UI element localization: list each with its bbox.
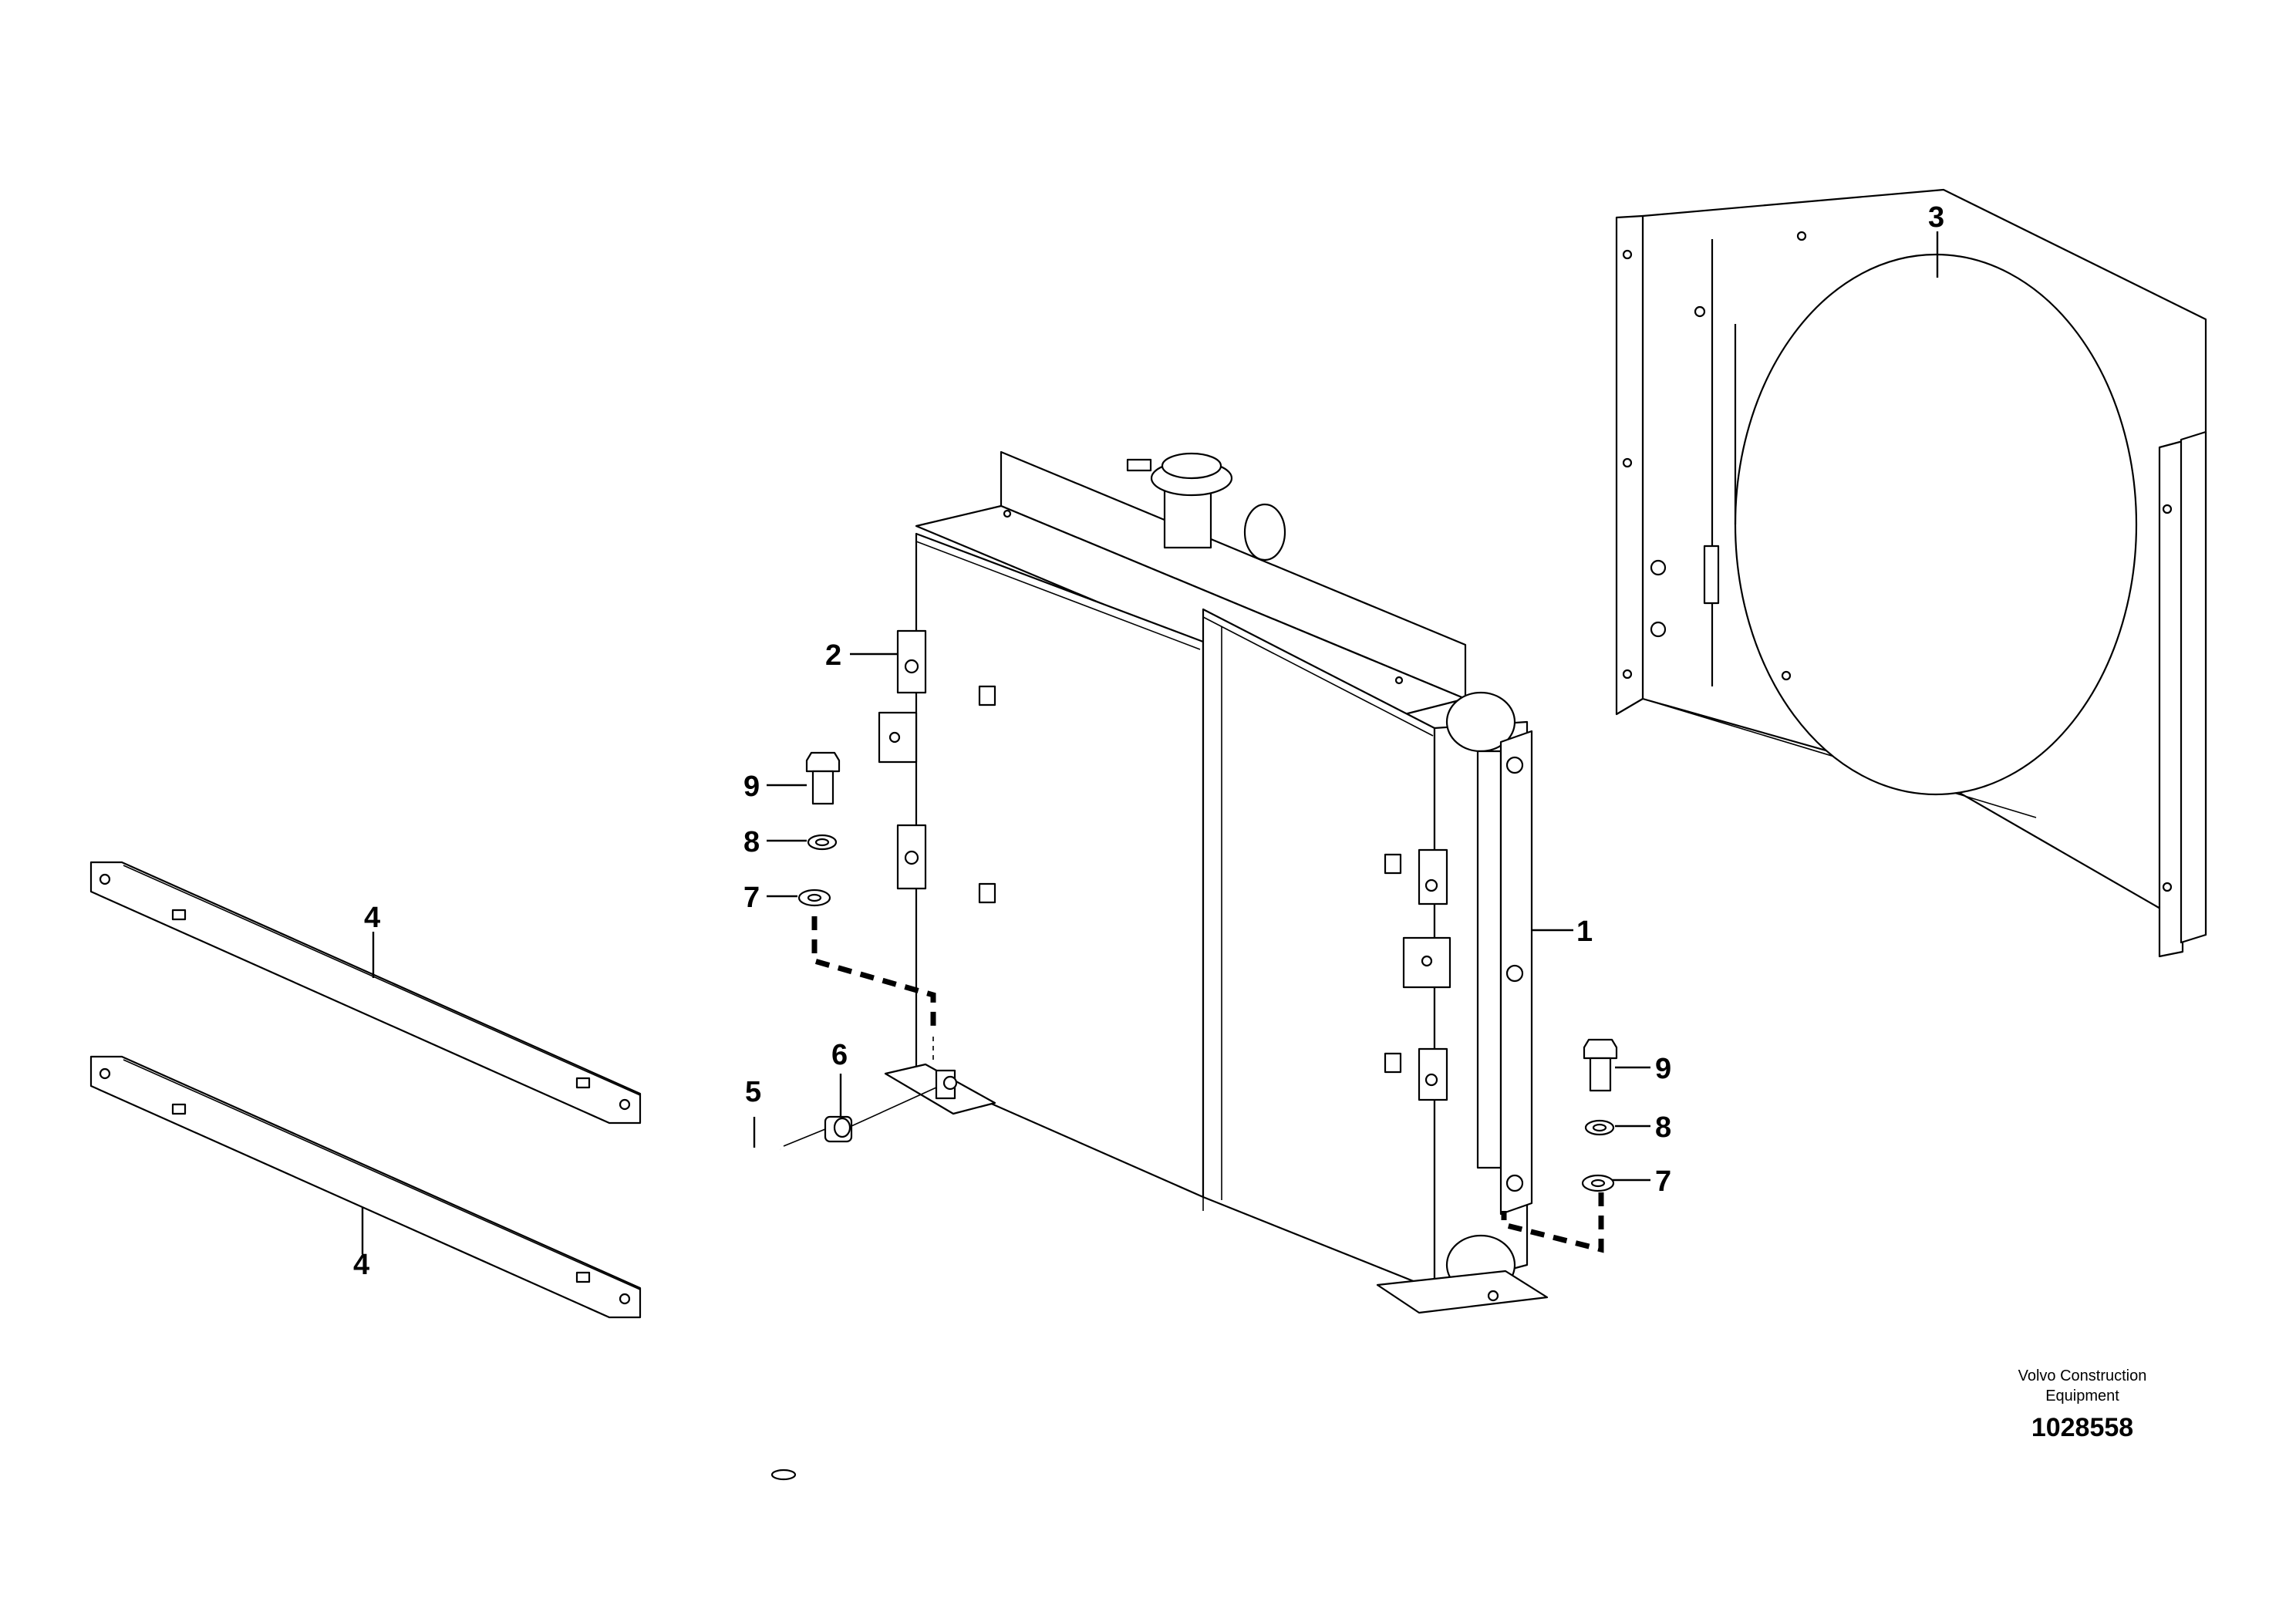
footer-block: Volvo Construction Equipment 1028558: [2018, 1367, 2147, 1442]
bolt-washer-set-left: [797, 751, 841, 907]
callout-4-lower: 4: [353, 1249, 369, 1281]
drain-hose: [705, 1137, 797, 1481]
callout-7-right: 7: [1655, 1165, 1671, 1198]
callout-9-right: 9: [1655, 1053, 1671, 1085]
callout-7-left: 7: [743, 882, 760, 914]
callout-8-left: 8: [743, 826, 760, 858]
callout-labels: 1 2 3 4 4 5 6 7 7 8 8 9 9: [353, 201, 1944, 1281]
assembly-guide-lines: [811, 916, 1604, 1253]
callout-3: 3: [1928, 201, 1944, 234]
document-number: 1028558: [2031, 1413, 2133, 1442]
callout-8-right: 8: [1655, 1111, 1671, 1144]
support-bar-upper: [89, 861, 642, 1125]
fan-shroud: [1615, 188, 2207, 958]
callout-5: 5: [745, 1076, 761, 1108]
brand-line-2: Equipment: [2045, 1388, 2119, 1404]
support-bar-lower: [89, 1055, 642, 1319]
callout-4-upper: 4: [364, 902, 380, 934]
brand-line-1: Volvo Construction: [2018, 1367, 2147, 1384]
radiator: [878, 450, 1549, 1314]
hose-clip: [783, 1087, 937, 1147]
callout-leaders: [361, 231, 1939, 1254]
callout-1: 1: [1576, 916, 1593, 948]
bolt-washer-set-right: [1581, 1038, 1618, 1192]
callout-6: 6: [831, 1039, 848, 1071]
callout-9-left: 9: [743, 771, 760, 803]
callout-2: 2: [825, 639, 841, 672]
